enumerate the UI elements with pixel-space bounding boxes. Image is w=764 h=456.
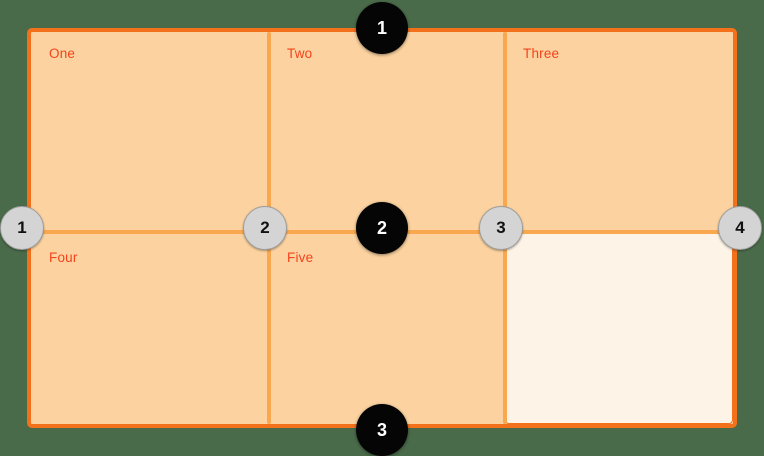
column-marker[interactable]: 1: [0, 206, 44, 250]
grid-cell[interactable]: Four: [31, 236, 265, 424]
grid-cell[interactable]: Five: [269, 236, 501, 424]
column-marker[interactable]: 3: [479, 206, 523, 250]
cell-label: Four: [49, 250, 78, 265]
column-marker[interactable]: 2: [243, 206, 287, 250]
row-marker[interactable]: 3: [356, 404, 408, 456]
cell-label: Five: [287, 250, 314, 265]
cell-label: Two: [287, 46, 313, 61]
cell-label: Three: [523, 46, 560, 61]
row-marker[interactable]: 2: [356, 202, 408, 254]
cell-label: One: [49, 46, 76, 61]
grid-cell[interactable]: Three: [505, 32, 733, 228]
grid-cell[interactable]: One: [31, 32, 265, 228]
row-marker[interactable]: 1: [356, 2, 408, 54]
grid-cell[interactable]: Two: [269, 32, 501, 228]
grid-cell[interactable]: [505, 232, 733, 424]
column-marker[interactable]: 4: [718, 206, 762, 250]
